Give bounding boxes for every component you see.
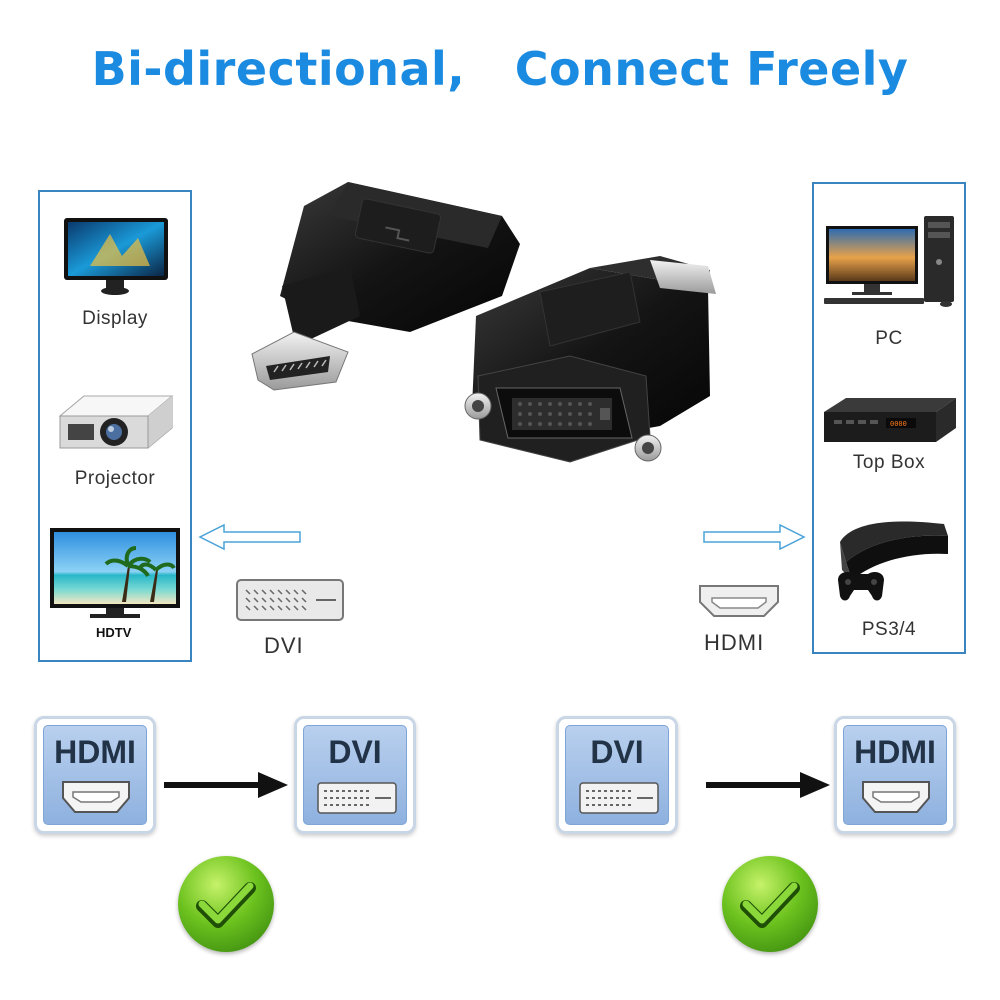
checkmark-icon bbox=[178, 856, 274, 952]
port-label-hdmi: HDMI bbox=[704, 630, 765, 655]
dvi-port-icon bbox=[317, 782, 397, 814]
svg-text:0000: 0000 bbox=[890, 420, 907, 428]
device-label-ps34: PS3/4 bbox=[861, 619, 917, 640]
badge-title: HDMI bbox=[854, 734, 936, 770]
right-device-panel: PC 0000 Top Box PS3/4 bbox=[812, 182, 966, 654]
monitor-icon bbox=[60, 216, 170, 296]
port-label-dvi: DVI bbox=[264, 633, 304, 658]
arrow-right-black-icon bbox=[706, 770, 832, 800]
badge-title: HDMI bbox=[54, 734, 136, 770]
device-label-display: Display bbox=[82, 308, 148, 329]
hdmi-port-icon bbox=[698, 584, 780, 618]
device-label-hdtv: HDTV bbox=[96, 625, 132, 640]
hdmi-port-icon bbox=[61, 780, 131, 814]
hdmi-source-badge: HDMI bbox=[34, 716, 156, 834]
dvi-source-badge: DVI bbox=[556, 716, 678, 834]
hdmi-target-badge: HDMI bbox=[834, 716, 956, 834]
tv-icon bbox=[48, 526, 182, 620]
hdmi-port-icon bbox=[861, 780, 931, 814]
dvi-port-icon bbox=[236, 579, 344, 621]
badge-title: DVI bbox=[328, 734, 382, 770]
arrow-left-outline-icon bbox=[198, 523, 302, 551]
dvi-port-icon bbox=[579, 782, 659, 814]
set-top-box-icon: 0000 bbox=[820, 394, 958, 448]
badge-title: DVI bbox=[590, 734, 644, 770]
projector-icon bbox=[54, 382, 178, 456]
device-label-projector: Projector bbox=[74, 468, 156, 489]
game-console-icon bbox=[832, 514, 954, 604]
device-label-pc: PC bbox=[875, 328, 903, 349]
desktop-pc-icon bbox=[824, 212, 958, 308]
left-device-panel: Display Projector bbox=[38, 190, 192, 662]
dvi-target-badge: DVI bbox=[294, 716, 416, 834]
adapter-product-image bbox=[240, 176, 730, 486]
arrow-right-black-icon bbox=[164, 770, 290, 800]
device-label-top-box: Top Box bbox=[852, 452, 926, 473]
arrow-right-outline-icon bbox=[702, 523, 806, 551]
headline: Bi-directional, Connect Freely bbox=[91, 42, 909, 96]
checkmark-icon bbox=[722, 856, 818, 952]
